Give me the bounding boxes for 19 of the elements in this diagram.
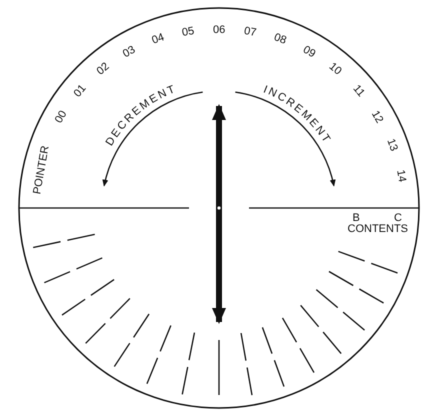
dial-number: 07 (243, 24, 258, 39)
scale-label: POINTER (32, 145, 52, 196)
column-label: B (352, 212, 360, 224)
dial-number: 08 (272, 31, 288, 47)
dial-number: 12 (369, 108, 386, 125)
dial-number: 06 (213, 24, 226, 36)
dial-number: 00 (52, 108, 70, 125)
dial-number: 09 (301, 44, 318, 60)
column-label: CONTENTS (348, 223, 408, 235)
dial-number: 05 (181, 24, 196, 39)
dial-number: 02 (94, 60, 112, 78)
dial-number: 13 (384, 137, 400, 153)
dial-number: 04 (150, 31, 166, 47)
dial-number: 11 (350, 82, 367, 100)
dial-number: 10 (327, 60, 344, 78)
dial-number: 03 (120, 44, 138, 60)
column-label: C (394, 212, 402, 224)
dial-number: 14 (394, 168, 408, 184)
dial-number: 01 (71, 82, 88, 100)
